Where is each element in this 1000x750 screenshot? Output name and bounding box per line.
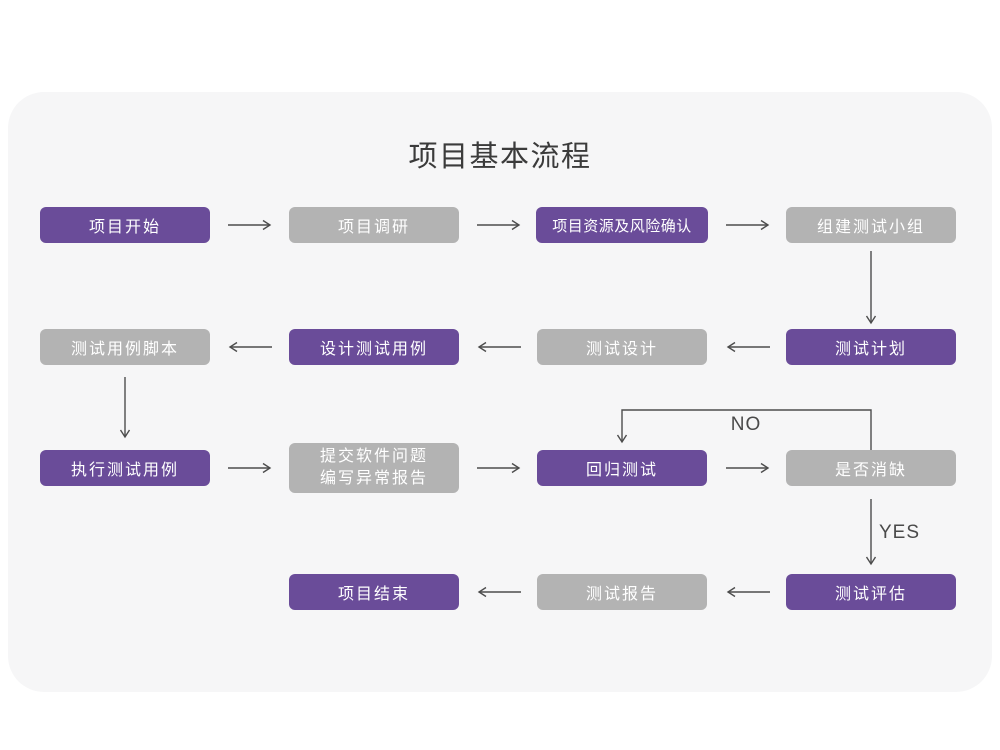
flow-node-test-evaluation: 测试评估 [786,574,956,610]
flow-node-test-report: 测试报告 [537,574,707,610]
edge-label-yes: YES [879,522,921,543]
flow-node-test-design: 测试设计 [537,329,707,365]
flow-node-defect-cleared-decision: 是否消缺 [786,450,956,486]
page-title: 项目基本流程 [408,141,592,173]
flow-node-project-start: 项目开始 [40,207,210,243]
flow-node-test-plan: 测试计划 [786,329,956,365]
edge-label-no: NO [730,414,762,435]
flow-node-project-research: 项目调研 [289,207,459,243]
flow-node-project-end: 项目结束 [289,574,459,610]
flow-node-execute-test-case: 执行测试用例 [40,450,210,486]
flow-node-design-test-case: 设计测试用例 [289,329,459,365]
flow-node-build-test-team: 组建测试小组 [786,207,956,243]
flow-node-test-case-script: 测试用例脚本 [40,329,210,365]
flow-node-regression-test: 回归测试 [537,450,707,486]
flow-node-resources-risk-confirm: 项目资源及风险确认 [536,207,708,243]
flow-node-submit-issue-report: 提交软件问题 编写异常报告 [289,443,459,493]
